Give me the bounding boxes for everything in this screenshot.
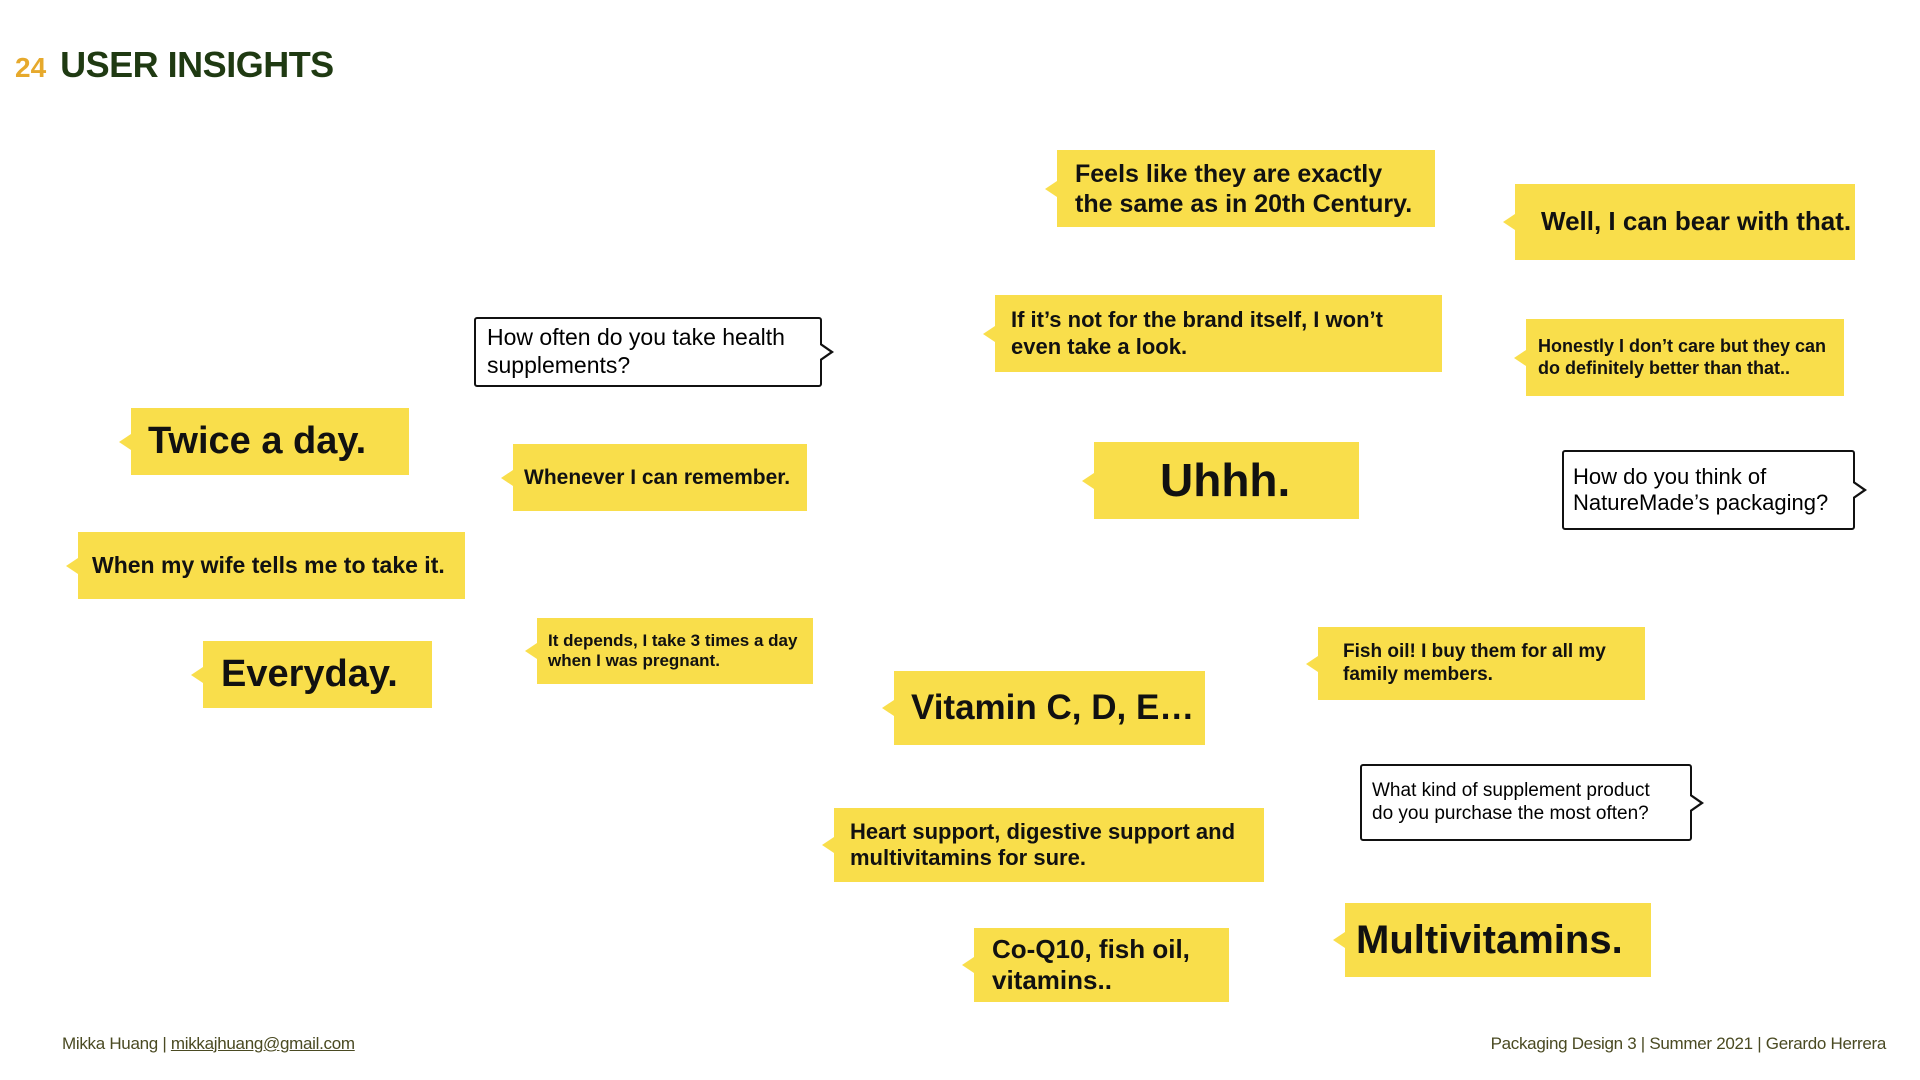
- slide-header: 24 USER INSIGHTS: [15, 44, 334, 86]
- question-bubble-supplement-product: What kind of supplement product do you p…: [1360, 764, 1704, 841]
- question-bubble-packaging: How do you think of NatureMade’s packagi…: [1562, 450, 1867, 530]
- answer-bubble-heart-support: Heart support, digestive support and mul…: [822, 808, 1264, 882]
- answer-bubble-twice-a-day: Twice a day.: [119, 408, 409, 475]
- answer-bubble-if-not-brand: If it’s not for the brand itself, I won’…: [983, 295, 1442, 372]
- page-number: 24: [15, 52, 47, 83]
- footer-email-link[interactable]: mikkajhuang@gmail.com: [170, 1034, 355, 1053]
- answer-bubble-when-wife: When my wife tells me to take it.: [66, 532, 465, 599]
- answer-bubble-whenever: Whenever I can remember.: [501, 444, 807, 511]
- answer-bubble-fish-oil-family: Fish oil! I buy them for all my family m…: [1306, 627, 1645, 700]
- answer-bubble-multivitamins: Multivitamins.: [1333, 903, 1651, 977]
- answer-bubble-vitamin-cde: Vitamin C, D, E…: [882, 671, 1205, 745]
- footer-author: Mikka Huang | mikkajhuang@gmail.com: [62, 1034, 355, 1054]
- answer-bubble-uhhh: Uhhh.: [1082, 442, 1359, 519]
- question-bubble-how-often: How often do you take health supplements…: [474, 317, 834, 387]
- footer-author-name: Mikka Huang |: [62, 1034, 171, 1053]
- answer-bubble-well-bear: Well, I can bear with that.: [1503, 184, 1855, 260]
- answer-bubble-it-depends: It depends, I take 3 times a day when I …: [525, 618, 813, 684]
- answer-bubble-honestly: Honestly I don’t care but they can do de…: [1514, 319, 1844, 396]
- footer-course: Packaging Design 3 | Summer 2021 | Gerar…: [1490, 1034, 1887, 1053]
- answer-bubble-feels-like: Feels like they are exactly the same as …: [1045, 150, 1435, 227]
- page-title: USER INSIGHTS: [60, 44, 334, 85]
- answer-bubble-everyday: Everyday.: [191, 641, 432, 708]
- answer-bubble-coq10: Co-Q10, fish oil, vitamins..: [962, 928, 1229, 1002]
